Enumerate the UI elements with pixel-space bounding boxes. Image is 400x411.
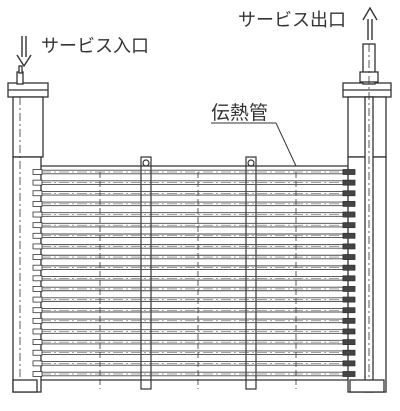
inlet-arrow-icon [16,36,32,68]
tube-leader-line [211,122,297,167]
outlet-arrow-icon [362,6,378,40]
tube-row [32,254,356,260]
tube-row [32,317,356,324]
tube-row [32,243,356,250]
right-header [342,43,392,393]
tube-row [32,328,356,335]
heat-transfer-tubes [32,169,356,377]
left-header [7,65,49,393]
inlet-label: サービス入口 [41,36,149,57]
tube-row [32,200,356,207]
tube-row [32,264,356,271]
tube-row [32,211,356,218]
tube-row [32,232,356,239]
tube-row [32,190,356,197]
outlet-label: サービス出口 [238,10,346,31]
tube-row [32,339,356,346]
tube-row [32,360,356,367]
tube-row [32,222,356,229]
tube-row [32,371,356,377]
tube-row [32,296,356,303]
tube-label: 伝熱管 [211,102,269,124]
tube-row [32,275,356,282]
tube-row [32,286,356,292]
tube-row [32,179,356,186]
tube-row [32,349,356,356]
tube-row [32,307,356,314]
tube-bundle-outline [41,165,348,381]
tube-row [32,169,356,175]
